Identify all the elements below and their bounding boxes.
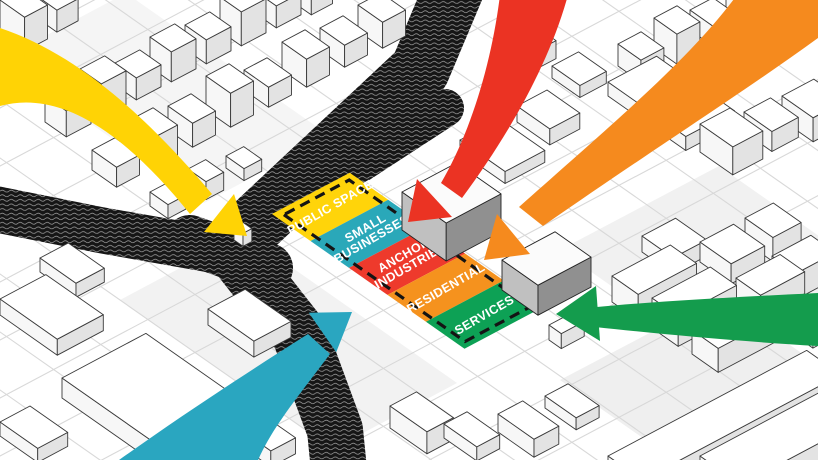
building-face [149, 23, 197, 53]
strip-residential [387, 253, 504, 322]
arrow-head [484, 214, 530, 260]
green-arrow [556, 286, 818, 346]
building-face [699, 223, 766, 265]
building-face [617, 31, 665, 61]
development-zone: PUBLIC SPACE SMALLBUSINESSES ANCHORINDUS… [272, 172, 543, 349]
building-face [744, 202, 802, 238]
arrow-band [595, 293, 818, 346]
building-face [225, 146, 263, 170]
building-face [516, 89, 581, 130]
arrow-head [308, 312, 352, 353]
building-face [357, 0, 406, 23]
building-face [611, 244, 697, 295]
building-face [187, 159, 225, 183]
building-face [184, 11, 232, 41]
building-face [39, 242, 105, 284]
building-face [551, 51, 607, 86]
arrow-band [0, 28, 212, 214]
building-face [281, 29, 330, 60]
orange-arrow [484, 0, 818, 260]
building-face [319, 15, 368, 46]
arrow-head [204, 194, 247, 236]
building-face [114, 49, 162, 79]
corridor-junction [165, 215, 293, 293]
arrow-band [441, 0, 567, 198]
arrow-head [408, 179, 452, 222]
building-face [41, 0, 77, 11]
building-face [240, 0, 267, 47]
building-face [79, 55, 127, 85]
arrow-band [119, 334, 330, 460]
building-face [497, 400, 560, 440]
building-face [0, 405, 69, 449]
building-face [653, 5, 701, 35]
building-face [267, 0, 289, 7]
building-face [389, 391, 454, 433]
building-face [205, 63, 254, 94]
building-face [0, 274, 104, 340]
building-face [167, 93, 216, 124]
building-face [501, 231, 592, 286]
building-face [207, 288, 292, 342]
building-face [607, 349, 818, 460]
building-face [275, 0, 302, 29]
building-face [310, 0, 333, 16]
building-face [0, 0, 48, 18]
red-arrow [408, 0, 567, 222]
building-face [243, 57, 292, 88]
arrow-band [519, 0, 818, 226]
building-face [699, 107, 764, 148]
strip-small-businesses [310, 199, 427, 268]
yellow-arrow [0, 28, 247, 236]
teal-arrow [119, 312, 352, 460]
arrow-head [556, 286, 600, 341]
building-face [56, 0, 79, 33]
strip-public-space [272, 172, 389, 241]
building-face [743, 97, 799, 132]
building-face [735, 254, 806, 296]
building-face [544, 383, 600, 419]
building-face [812, 114, 818, 143]
building-face [781, 78, 818, 119]
building-face [699, 392, 818, 460]
building-face [443, 411, 501, 448]
building-face [223, 0, 265, 13]
